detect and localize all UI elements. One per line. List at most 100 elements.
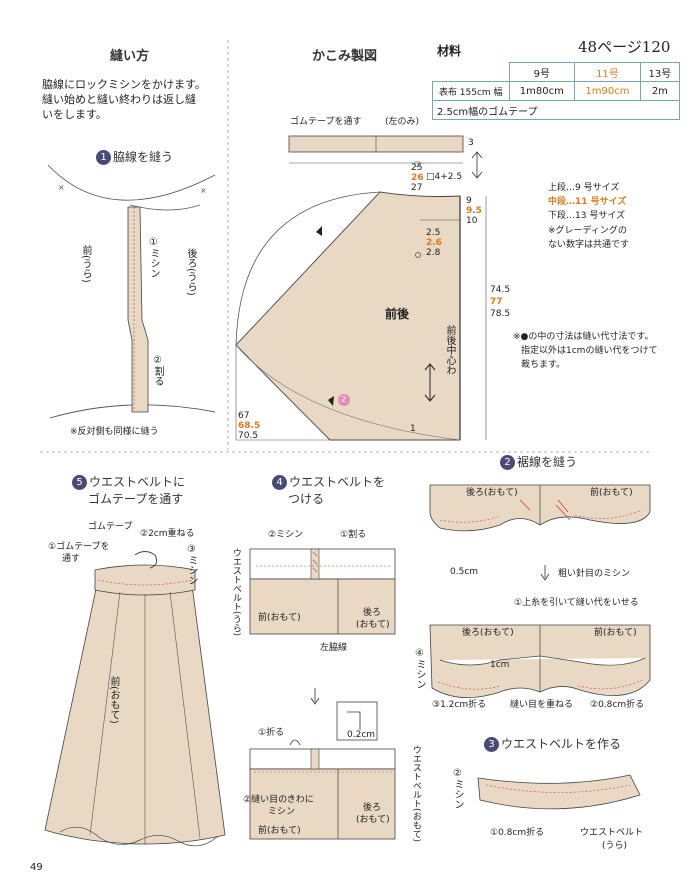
step5-title-2: ゴムテープを通す <box>88 492 184 506</box>
step4-back-1: 後ろ <box>363 608 382 618</box>
pattern-center-label: 前後 <box>385 307 410 321</box>
svg-text:×: × <box>58 183 65 192</box>
step3-fold: ①0.8cm折る <box>490 828 545 838</box>
step5-overlap: ②2cm重ねる <box>140 529 195 539</box>
sewing-intro-3: いをします。 <box>42 108 107 121</box>
mid-num-b: 2.6 <box>426 238 442 248</box>
step2-back-2: 後ろ(おもて) <box>462 628 514 638</box>
note-1: ※●の中の寸法は縫い代寸法です。 <box>513 332 654 342</box>
left-only-label: (左のみ) <box>385 117 420 127</box>
note-3: 裁ちます。 <box>521 360 566 370</box>
side-num-b: 77 <box>490 297 503 307</box>
legend-grade-1: ※グレーディングの <box>548 226 627 236</box>
step4-belt-label-2: ウエストベルト(おもて) <box>410 745 421 843</box>
step5-title-1: ウエストベルトに <box>89 475 186 489</box>
step2-back: 後ろ(おもて) <box>466 488 518 498</box>
step1-sew-label: ①ミシン <box>148 237 159 278</box>
step1-split-label: ②割る <box>152 355 163 386</box>
step4-front-2: 前(おもて) <box>258 826 301 836</box>
fabric-row-label: 表布 155cm 幅 <box>432 81 510 101</box>
size-13-header: 13号 <box>639 62 681 82</box>
bottom-num-a: 67 <box>238 411 250 421</box>
pattern-title: かこみ製図 <box>312 49 378 64</box>
sewing-intro-1: 脇線にロックミシンをかけます。 <box>42 78 206 91</box>
top-right-a: 9 <box>466 196 472 206</box>
fabric-11: 1m90cm <box>574 81 641 101</box>
top-num-b: 26 <box>411 173 424 183</box>
bottom-num-c: 70.5 <box>238 431 259 441</box>
step4-split: ①割る <box>340 530 367 540</box>
step2-title-text: 裾線を縫う <box>517 455 578 469</box>
top-right-b: 9.5 <box>466 206 482 216</box>
step1-back-label: 後ろ(うら) <box>185 248 196 296</box>
center-fold-label: 前後中心わ <box>444 325 455 375</box>
mid-num-a: 2.5 <box>426 228 441 238</box>
step4-back-2: (おもて) <box>356 620 390 630</box>
step1-note: ※反対側も同様に縫う <box>70 427 159 437</box>
step2-number: 2 <box>500 455 515 470</box>
top-num-c: 27 <box>411 183 423 193</box>
step4-edge-2: ミシン <box>268 807 296 817</box>
step4-fold: ①折る <box>258 728 285 738</box>
note-2: 指定以外は1cmの縫い代をつけて <box>521 346 658 356</box>
step5-thread-2: 通す <box>62 554 81 564</box>
materials-table: 9号 11号 13号 表布 155cm 幅 1m80cm 1m90cm 2m 2… <box>432 62 681 120</box>
step1-title-text: 脇線を縫う <box>113 150 174 164</box>
step5-number: 5 <box>72 475 87 490</box>
top-right-c: 10 <box>466 216 478 226</box>
top-num-a: 25 <box>411 163 423 173</box>
fabric-9: 1m80cm <box>508 81 576 101</box>
side-num-a: 74.5 <box>490 285 511 295</box>
step2-align: 縫い目を重ねる <box>510 700 574 710</box>
size-9-header: 9号 <box>508 62 576 82</box>
step4-back-3: 後ろ <box>363 803 382 813</box>
bottom-num-b: 68.5 <box>238 421 261 431</box>
pink-allowance: 2 <box>341 395 347 404</box>
step3-title-text: ウエストベルトを作る <box>501 737 622 751</box>
step4-front: 前(おもて) <box>258 613 301 623</box>
step5-elastic: ゴムテープ <box>88 522 133 532</box>
mid-num-c: 2.8 <box>426 248 441 258</box>
step4-edge-1: ②縫い目のきわに <box>243 795 314 805</box>
step1-front-label: 前(うら) <box>80 245 91 283</box>
step4-two: 0.2cm <box>347 730 376 740</box>
step5-sew: ③ミシン <box>186 544 197 585</box>
elastic-material: 2.5cm幅のゴムテープ <box>432 100 680 120</box>
step5-thread-1: ①ゴムテープを <box>48 542 110 552</box>
sewing-intro-2: 縫い始めと縫い終わりは返し縫 <box>42 93 196 106</box>
elastic-width: 3 <box>468 138 474 148</box>
step4-sew: ②ミシン <box>268 530 304 540</box>
step2-front-2: 前(おもて) <box>594 628 637 638</box>
fabric-13: 2m <box>639 81 681 101</box>
page-number: 49 <box>30 862 43 873</box>
svg-text:○: ○ <box>414 159 421 168</box>
legend-middle: 中段…11 号サイズ <box>548 197 627 207</box>
step3-belt: ウエストベルト <box>580 828 644 838</box>
size-11-header: 11号 <box>574 62 641 82</box>
step2-front: 前(おもて) <box>590 488 633 498</box>
step3-inside: (うら) <box>602 841 628 851</box>
step3-number: 3 <box>484 737 499 752</box>
step4-side: 左脇線 <box>320 643 348 653</box>
step2-onecm: 1cm <box>490 660 510 670</box>
svg-text:×: × <box>200 186 207 195</box>
step4-title-1: ウエストベルトを <box>289 475 386 489</box>
top-formula: □4+2.5 <box>426 172 463 182</box>
step2-coarse: 粗い針目のミシン <box>558 569 631 579</box>
sewing-title: 縫い方 <box>110 49 150 64</box>
step2-fold-08: ②0.8cm折る <box>590 700 645 710</box>
step4-title-2: つける <box>288 492 325 506</box>
step4-belt-label: ウエストベルト(うら) <box>230 548 241 637</box>
legend-grade-2: ない数字は共通です <box>548 240 630 250</box>
step2-pull: ①上糸を引いて縫い代をいせる <box>514 598 639 608</box>
hem-allowance: 1 <box>410 424 416 434</box>
step3-sew: ②ミシン <box>452 768 463 809</box>
step5-front: 前(おもて) <box>108 676 119 724</box>
side-num-c: 78.5 <box>490 309 511 319</box>
page-ref: 48ページ120 <box>578 38 671 56</box>
